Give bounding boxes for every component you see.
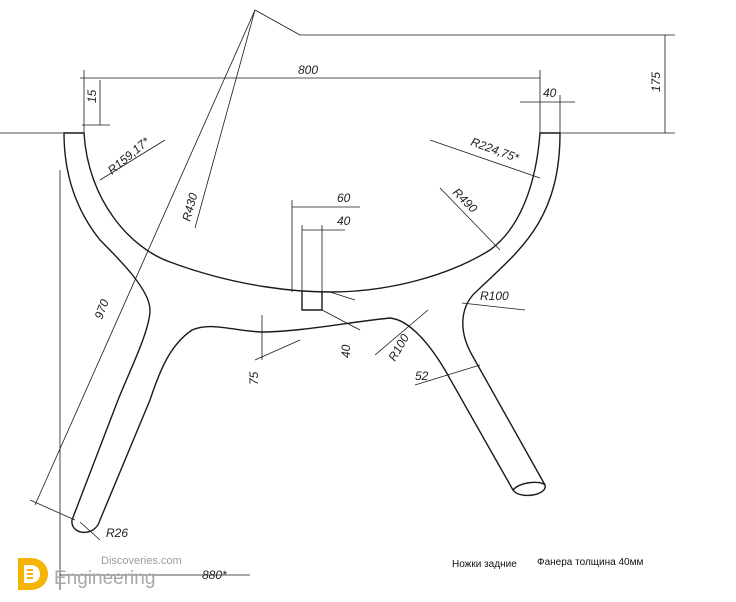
- leader-r100-top: [461, 302, 526, 311]
- dim-label-r100-top: R100: [480, 289, 509, 303]
- part-outline: [63, 132, 561, 534]
- leader-r490: [439, 187, 501, 251]
- leader-r100-inner: [374, 309, 429, 356]
- dim-line-52: [414, 364, 481, 386]
- dim-label-40-depth: 40: [339, 344, 353, 358]
- dim-line-970: [34, 9, 256, 506]
- right-foot-cut: [512, 481, 546, 491]
- leader-r430: [194, 9, 256, 229]
- dim-label-r159: R159,17*: [105, 134, 153, 177]
- dim-label-r430: R430: [179, 191, 200, 223]
- dim-label-r26: R26: [106, 526, 128, 540]
- center-slot: [301, 291, 323, 311]
- dim-label-52: 52: [415, 369, 429, 383]
- dim-label-880: 880*: [202, 568, 227, 582]
- material-caption: Фанера толщина 40мм: [537, 557, 644, 568]
- dim-label-r100-inner: R100: [385, 331, 412, 363]
- watermark-logo: Discoveries.com Engineering: [8, 552, 208, 598]
- dim-label-15: 15: [85, 89, 99, 103]
- dim-label-970: 970: [92, 297, 112, 321]
- dim-label-r490: R490: [450, 185, 480, 215]
- dim-label-800: 800: [298, 63, 318, 77]
- dim-label-r224: R224,75*: [469, 135, 521, 165]
- dim-label-40-top: 40: [543, 86, 557, 100]
- part-name-caption: Ножки задние: [452, 559, 517, 570]
- dim-line-40-depth: [321, 309, 361, 331]
- watermark-small-text: Discoveries.com: [101, 555, 182, 567]
- dim-label-75: 75: [247, 371, 261, 385]
- dim-label-40-slot: 40: [337, 214, 351, 228]
- dim-label-175: 175: [649, 72, 663, 92]
- logo-d-icon: [18, 558, 48, 590]
- leader-r26: [79, 521, 101, 541]
- dim-label-60: 60: [337, 191, 351, 205]
- diagonal-reference: [254, 9, 301, 36]
- leader-r159: [99, 139, 166, 181]
- leader-r224: [429, 139, 541, 179]
- watermark-big-text: Engineering: [54, 568, 156, 589]
